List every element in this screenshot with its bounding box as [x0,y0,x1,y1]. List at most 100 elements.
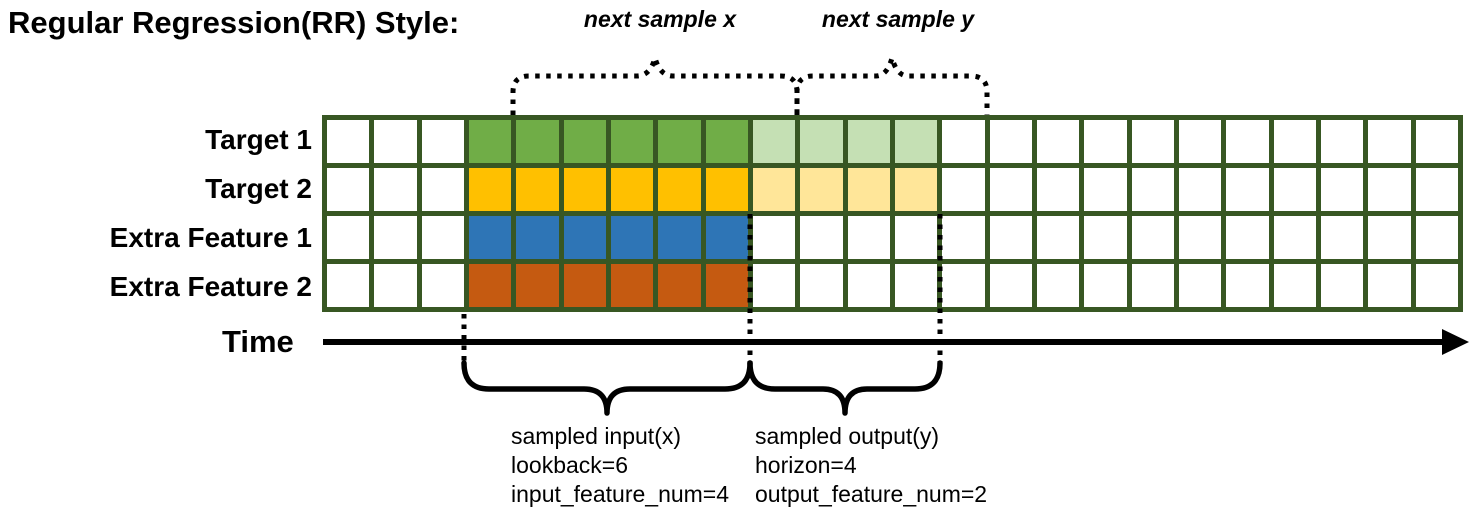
grid-cell [563,120,606,163]
grid-cell [989,168,1032,211]
grid-cell [658,168,701,211]
grid-cell [847,120,890,163]
grid-cell [516,264,559,307]
grid-cell [752,120,796,163]
next-sample-x-brace [510,48,800,115]
grid-cell [1415,168,1458,211]
row-label-target-2: Target 2 [205,173,312,204]
grid-cell [468,120,512,163]
grid-cell [705,120,748,163]
grid-cell [705,216,748,259]
sampled-output-note: sampled output(y) horizon=4 output_featu… [755,422,987,509]
output-window-brace [747,360,943,416]
grid-cell [563,216,606,259]
next-sample-x-label: next sample x [583,6,737,32]
sampled-output-line: sampled output(y) [755,423,940,449]
grid-cell [1320,120,1364,163]
grid-cell [1226,264,1269,307]
grid-cell [1226,216,1269,259]
next-sample-y-brace [794,48,990,115]
grid-cell [705,264,748,307]
grid-cell [374,264,417,307]
grid-cell [1036,216,1080,259]
grid-cell [1084,120,1127,163]
grid-cell [1084,216,1127,259]
row-label-extra-feature-1: Extra Feature 1 [109,222,312,253]
grid-cell [1131,216,1174,259]
grid-cell [1084,264,1127,307]
grid-cell [1320,264,1364,307]
grid-cell [752,168,796,211]
grid-cell [800,264,843,307]
grid-cell [610,168,654,211]
grid-cell [1273,264,1316,307]
grid-cell [942,216,985,259]
grid-cell [894,120,938,163]
sampled-input-line: sampled input(x) [511,423,682,449]
grid-cell [847,264,890,307]
grid-cell [1368,120,1411,163]
row-label-target-1: Target 1 [205,124,312,155]
grid-cell [800,120,843,163]
grid-cell [374,216,417,259]
grid-cell [1131,264,1174,307]
time-axis-arrowhead [1442,329,1469,355]
grid-cell [942,168,985,211]
grid-cell [658,216,701,259]
grid-cell [1131,168,1174,211]
grid-cell [1036,120,1080,163]
grid-cell [516,168,559,211]
sampled-input-note: sampled input(x) lookback=6 input_featur… [511,422,729,509]
grid-cell [563,168,606,211]
grid-cell [327,216,370,259]
grid-cell [942,120,985,163]
grid-cell [800,216,843,259]
grid-cell [421,264,464,307]
grid-cell [658,264,701,307]
grid-cell [374,168,417,211]
grid-cell [327,168,370,211]
grid-cell [563,264,606,307]
grid-cell [1320,168,1364,211]
grid-cell [1415,264,1458,307]
grid-cell [1273,168,1316,211]
row-label-extra-feature-2: Extra Feature 2 [109,271,312,302]
lookback-line: lookback=6 [511,452,628,478]
timeseries-grid [322,115,1463,312]
grid-cell [752,264,796,307]
grid-cell [468,216,512,259]
grid-cell [752,216,796,259]
output-feature-num-line: output_feature_num=2 [755,481,988,507]
grid-cell [1320,216,1364,259]
grid-cell [421,120,464,163]
input-feature-num-line: input_feature_num=4 [511,481,730,507]
grid-cell [1273,216,1316,259]
diagram-title: Regular Regression(RR) Style: [8,5,460,40]
next-sample-y-label: next sample y [821,6,975,32]
grid-cell [705,168,748,211]
grid-cell [1368,168,1411,211]
grid-cell [327,264,370,307]
grid-cell [374,120,417,163]
grid-cell [1178,120,1222,163]
grid-cell [610,216,654,259]
grid-cell [894,216,938,259]
grid-cell [1273,120,1316,163]
input-window-brace [461,360,753,416]
grid-cell [989,264,1032,307]
grid-cell [516,216,559,259]
grid-cell [1036,264,1080,307]
grid-cell [847,168,890,211]
grid-cell [1368,216,1411,259]
grid-cell [1226,168,1269,211]
grid-cell [658,120,701,163]
grid-cell [1036,168,1080,211]
grid-cell [1178,168,1222,211]
grid-cell [800,168,843,211]
horizon-line: horizon=4 [755,452,857,478]
grid-cell [516,120,559,163]
grid-cell [894,168,938,211]
grid-cell [989,216,1032,259]
grid-cell [847,216,890,259]
grid-cell [327,120,370,163]
